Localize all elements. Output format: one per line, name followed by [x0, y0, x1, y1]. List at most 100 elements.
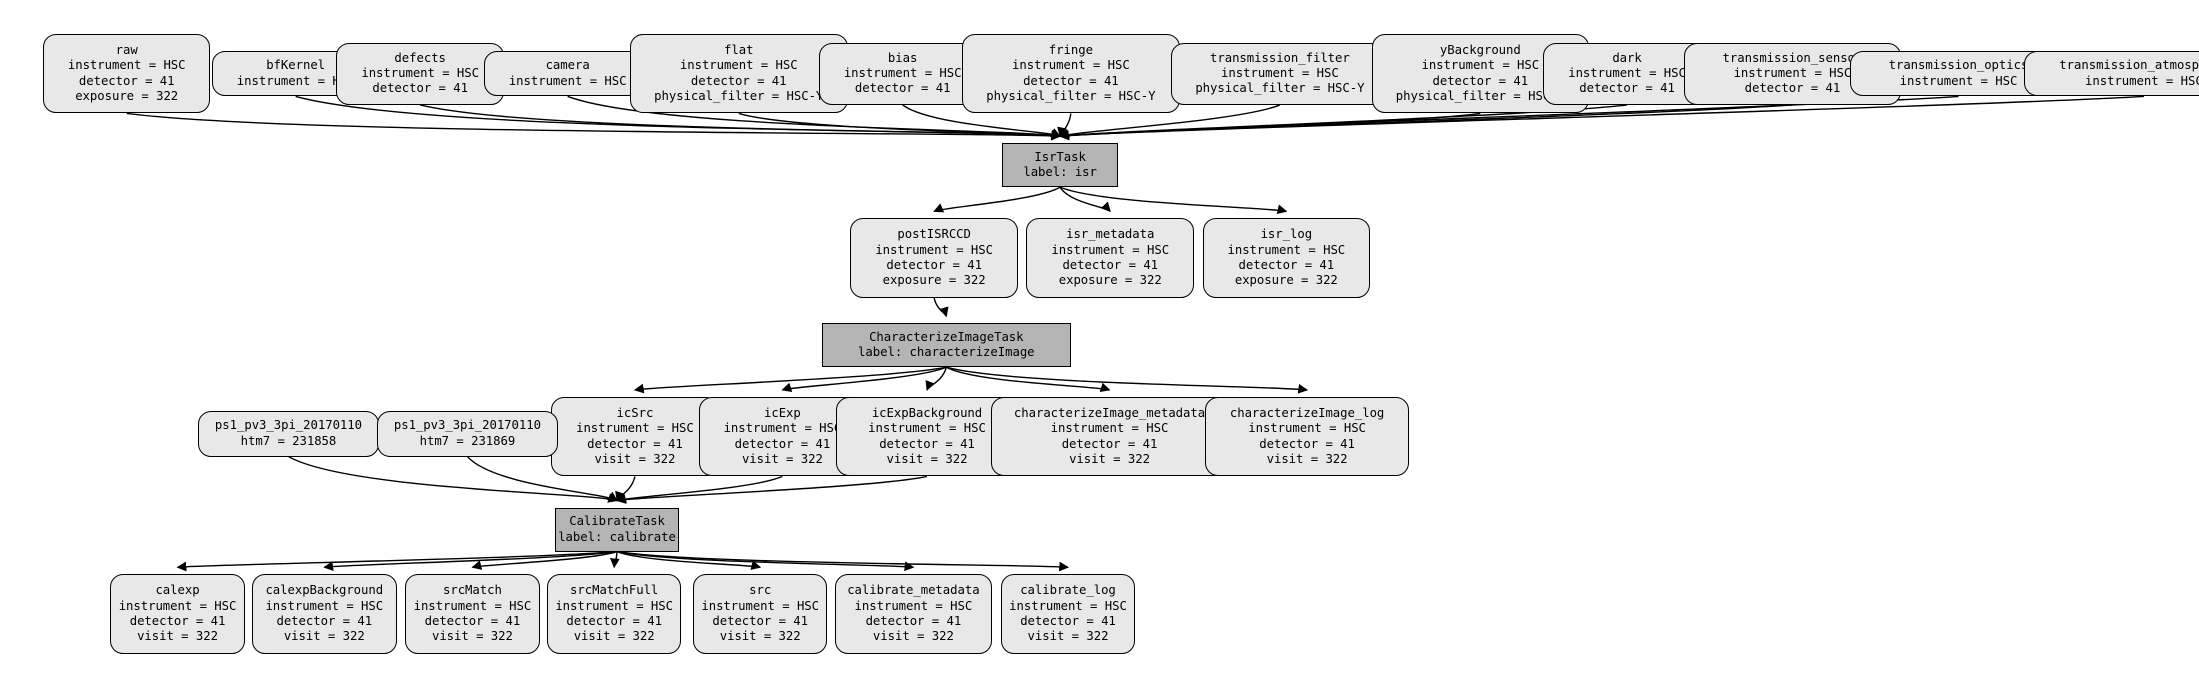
node-dimension: detector = 41	[854, 81, 951, 96]
node-title: icExpBackground	[871, 405, 983, 420]
graph-edge	[176, 550, 618, 572]
node-dimension: visit = 322	[741, 452, 823, 467]
node-dimension: instrument = HSC	[679, 58, 798, 73]
graph-edge	[1059, 186, 1288, 215]
node-dimension: visit = 322	[573, 629, 655, 644]
node-dimension: visit = 322	[1027, 629, 1109, 644]
node-title: dark	[1612, 50, 1642, 65]
node-dimension: detector = 41	[886, 258, 982, 273]
node-title: IsrTask	[1034, 149, 1086, 164]
node-title: characterizeImage_log	[1229, 405, 1385, 420]
node-dimension: detector = 41	[865, 613, 962, 628]
graph-edge	[616, 550, 915, 572]
node-dimension: instrument = HSC	[723, 421, 842, 436]
node-dimension: instrument = HSC	[1227, 242, 1346, 257]
node-dimension: label: characterizeImage	[858, 345, 1035, 360]
graph-edge	[126, 112, 1062, 141]
node-dimension: detector = 41	[1062, 258, 1159, 273]
node-dimension: detector = 41	[1023, 73, 1119, 88]
node-dimension: instrument = HSC	[265, 598, 384, 613]
node-title: calexpBackground	[265, 583, 384, 598]
node-title: defects	[394, 50, 446, 65]
dataset-node-transmission_atmosphere[interactable]: transmission_atmosphereinstrument = HSC	[2024, 51, 2199, 97]
node-dimension: htm7 = 231858	[240, 433, 337, 448]
node-dimension: instrument = HSC	[508, 73, 627, 88]
node-dimension: detector = 41	[1432, 73, 1529, 88]
node-dimension: exposure = 322	[1234, 273, 1338, 288]
node-dimension: physical_filter = HSC-Y	[986, 89, 1156, 104]
node-title: src	[749, 583, 772, 598]
node-dimension: instrument = HSC	[361, 66, 479, 80]
graph-edge	[925, 367, 947, 391]
node-title: bias	[887, 50, 918, 65]
graph-edge	[781, 366, 947, 393]
node-dimension: instrument = HSC	[1012, 58, 1130, 73]
node-dimension: instrument = HSC	[875, 242, 993, 257]
node-title: CalibrateTask	[569, 514, 665, 529]
graph-edge	[1057, 113, 1072, 138]
node-title: characterizeImage_metadata	[1013, 405, 1206, 420]
node-dimension: visit = 322	[1069, 452, 1150, 467]
node-dimension: visit = 322	[872, 629, 954, 644]
node-dimension: physical_filter = HSC-Y	[1395, 89, 1565, 104]
node-dimension: instrument = HSC	[1248, 421, 1366, 436]
node-title: calibrate_log	[1020, 583, 1116, 598]
graph-edge	[323, 550, 618, 572]
node-dimension: detector = 41	[587, 436, 683, 451]
node-title: transmission_optics	[1888, 58, 2029, 73]
node-dimension: detector = 41	[78, 73, 175, 88]
node-dimension: visit = 322	[1266, 452, 1348, 467]
node-dimension: visit = 322	[886, 452, 968, 467]
node-dimension: htm7 = 231869	[419, 433, 516, 448]
node-title: transmission_atmosphere	[2059, 58, 2199, 73]
node-dimension: detector = 41	[129, 613, 226, 628]
node-title: icSrc	[616, 405, 654, 420]
node-dimension: exposure = 322	[882, 273, 986, 288]
node-title: srcMatch	[443, 583, 502, 598]
node-dimension: instrument = HSC	[843, 66, 962, 80]
node-title: ps1_pv3_3pi_20170110	[393, 418, 541, 433]
node-dimension: instrument = HSC	[1009, 598, 1127, 613]
node-dimension: instrument = HSC	[555, 598, 673, 613]
node-title: raw	[115, 42, 138, 57]
node-dimension: instrument = HSC	[118, 598, 237, 613]
graph-edge	[738, 112, 1062, 140]
node-title: bfKernel	[266, 58, 326, 73]
node-title: isr_log	[1260, 227, 1313, 242]
node-dimension: instrument = HSC	[868, 421, 986, 436]
node-dimension: label: isr	[1023, 165, 1097, 180]
node-dimension: instrument = HSC	[1568, 66, 1686, 80]
node-dimension: detector = 41	[690, 73, 787, 88]
node-title: fringe	[1048, 42, 1093, 57]
graph-edge	[616, 475, 783, 503]
node-dimension: instrument = HSC	[1051, 242, 1170, 257]
